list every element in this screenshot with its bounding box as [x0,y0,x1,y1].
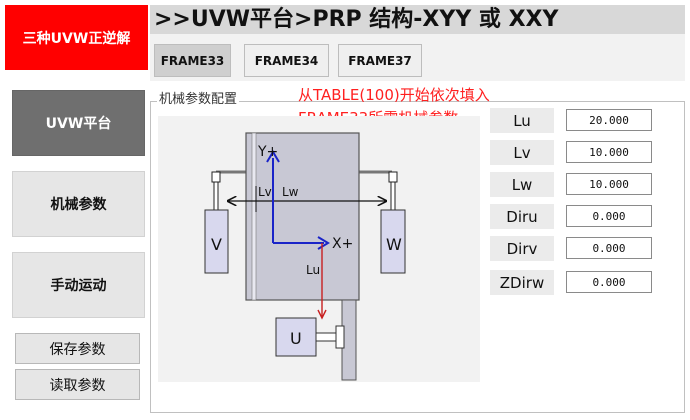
mechanical-config-group [150,101,685,413]
motor-v [204,209,229,274]
motor-v-label: V [211,235,222,254]
motor-u-label: U [290,329,302,348]
lv-label: Lv [258,185,272,199]
motor-u [275,317,317,357]
sidebar-item-label: 手动运动 [50,278,107,294]
param-label-lu: Lu [490,108,554,133]
tab-frame33[interactable]: FRAME33 [154,44,231,77]
param-input-lw[interactable]: 10.000 [566,173,652,195]
load-params-button[interactable]: 读取参数 [15,369,140,400]
tab-frame34[interactable]: FRAME34 [244,44,329,77]
param-label-zdirw: ZDirw [490,270,554,295]
y-axis-label: Y+ [257,144,278,160]
param-input-zdirw[interactable]: 0.000 [566,271,652,293]
u-rod [315,332,337,342]
stage-body [245,132,360,301]
param-label-lv: Lv [490,140,554,165]
w-rod [390,181,396,211]
sidebar-item-manual-motion[interactable]: 手动运动 [12,252,145,318]
v-mount [211,171,221,183]
x-axis-label: X+ [332,236,353,252]
instruction-note-line1: 从TABLE(100)开始依次填入 [298,86,490,104]
param-input-dirv[interactable]: 0.000 [566,237,652,259]
param-input-lv[interactable]: 10.000 [566,141,652,163]
sidebar-item-mechanical-params[interactable]: 机械参数 [12,171,145,237]
param-label-lw: Lw [490,172,554,197]
w-mount [388,171,398,183]
app-brand: 三种UVW正逆解 [5,5,148,70]
param-label-dirv: Dirv [490,236,554,261]
param-label-diru: Diru [490,204,554,229]
param-input-diru[interactable]: 0.000 [566,205,652,227]
lw-label: Lw [282,185,299,199]
param-input-lu[interactable]: 20.000 [566,109,652,131]
sidebar-item-label: 机械参数 [50,197,107,213]
lu-arrowhead [317,309,327,320]
tab-frame37[interactable]: FRAME37 [338,44,422,77]
lu-label: Lu [306,263,320,277]
header-bar [150,5,685,34]
motor-w-label: W [386,235,402,254]
sidebar-item-uvw-platform[interactable]: UVW平台 [12,90,145,156]
sidebar-item-label: UVW平台 [45,116,112,132]
u-bracket [335,325,345,349]
motor-w [380,209,406,274]
page-title: >>UVW平台>PRP 结构-XYY 或 XXY [154,7,559,32]
y-axis-arrowhead [266,150,280,163]
group-title: 机械参数配置 [157,92,240,108]
stage-stripe [251,132,257,301]
save-params-button[interactable]: 保存参数 [15,333,140,364]
v-rod [213,181,219,211]
